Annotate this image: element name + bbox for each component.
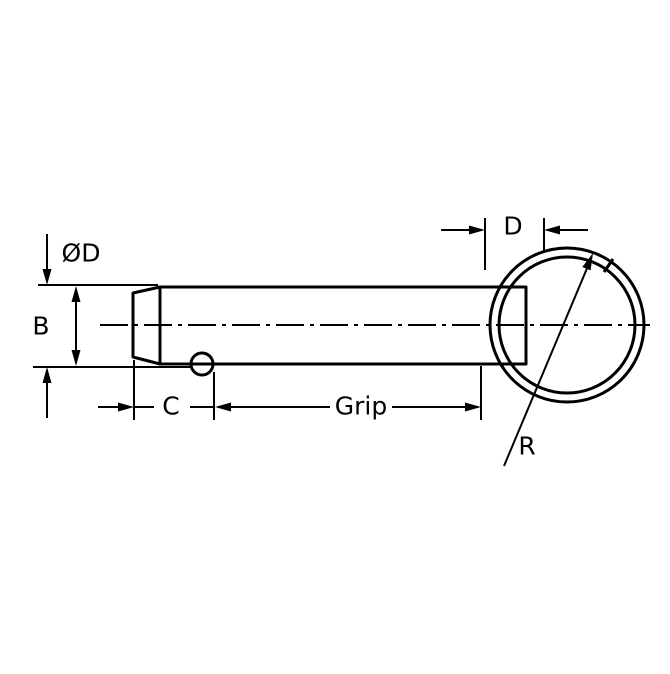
pin-tip — [131, 285, 161, 366]
grip-label: Grip — [335, 392, 387, 421]
c-arrow-head — [118, 402, 134, 412]
d-label: D — [503, 212, 522, 241]
dia-arrow-bottom-head — [42, 367, 52, 383]
r-label: R — [518, 432, 535, 461]
key-ring-inner — [497, 255, 637, 395]
r-leader-line — [503, 265, 589, 467]
dim-c: C — [98, 360, 215, 421]
dim-r: R — [503, 253, 593, 467]
pin-body — [158, 285, 528, 366]
r-arrow-head — [582, 253, 593, 271]
grip-arrow-left-head — [215, 402, 231, 412]
dia-arrow-top-head — [42, 269, 52, 285]
d-arrow-left-head — [469, 225, 485, 235]
b-arrow-up-head — [71, 286, 81, 302]
dim-grip: Grip — [215, 366, 482, 421]
detent-ball — [189, 351, 215, 377]
key-ring-outer — [488, 246, 646, 404]
c-label: C — [162, 392, 179, 421]
dia-label: ØD — [62, 239, 101, 268]
dim-diameter: ØD — [33, 234, 192, 418]
b-label: B — [32, 312, 49, 341]
ring-split-mark — [602, 258, 615, 273]
b-arrow-down-head — [71, 350, 81, 366]
dim-d: D — [441, 212, 588, 270]
d-arrow-right-head — [544, 225, 560, 235]
grip-arrow-right-head — [465, 402, 481, 412]
dim-b: B — [32, 286, 81, 366]
